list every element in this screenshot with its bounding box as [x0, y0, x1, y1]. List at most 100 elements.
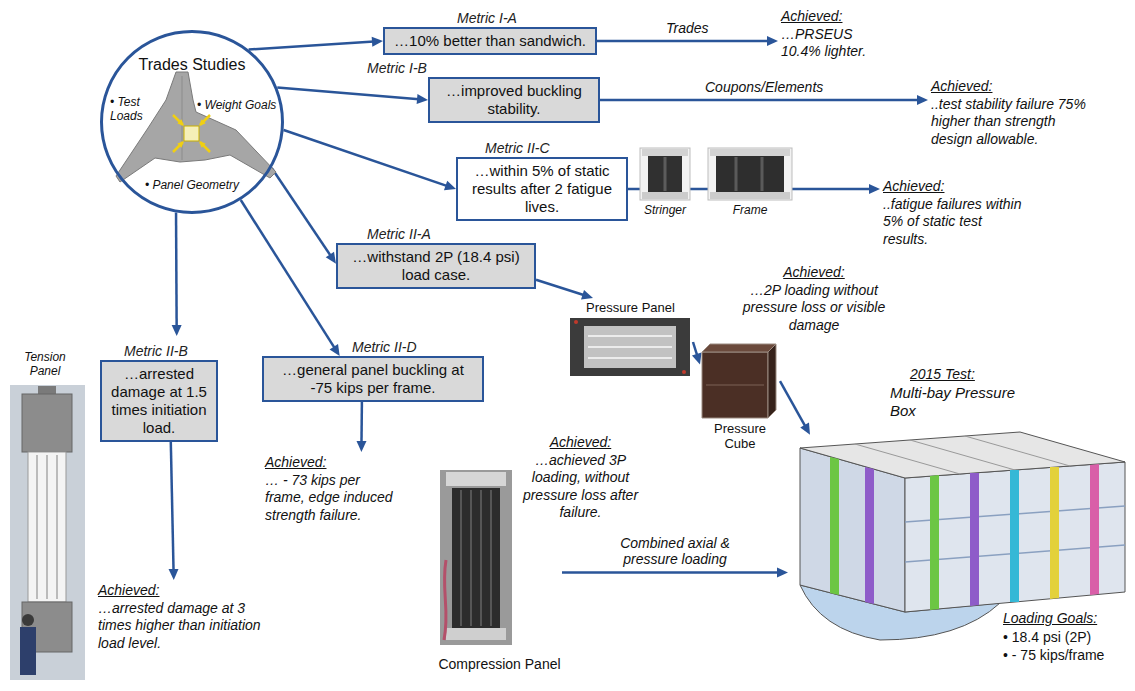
connector-line [175, 213, 178, 327]
arrowhead [800, 423, 810, 435]
connector-line [562, 571, 779, 574]
connector-line [780, 381, 806, 427]
metric-text: …withstand 2P (18.4 psi) load case. [344, 248, 528, 284]
stringer-web [664, 157, 667, 191]
connector-arrow [597, 36, 778, 46]
photo-caption: Pressure Cube [700, 421, 780, 452]
technician-head [22, 614, 34, 626]
metric-box: Metric II-B…arrested damage at 1.5 times… [100, 360, 218, 442]
photo-caption: Pressure Panel [568, 300, 693, 316]
box-frame [1050, 467, 1059, 599]
frame-cap [710, 149, 790, 156]
connector-arrow [562, 568, 788, 578]
achieved-heading: Achieved: [781, 8, 875, 26]
arrowhead [417, 94, 428, 104]
pressure-panel-stringer [588, 357, 672, 359]
achieved-heading: Achieved: [738, 264, 890, 282]
metric-box: Metric II-D…general panel buckling at -7… [262, 356, 484, 402]
arrowhead [372, 37, 383, 47]
arrowhead [777, 568, 788, 578]
compression-stringer [460, 490, 462, 626]
goals-heading: Loading Goals: [1003, 610, 1097, 628]
arrowhead [357, 441, 367, 452]
pressure-panel-photo [570, 318, 690, 376]
pressure-cube-side [768, 344, 776, 418]
metric-heading: Metric II-D [352, 339, 417, 356]
achieved-note: Achieved:… - 73 kips per frame, edge ind… [262, 452, 404, 526]
stringer-cap [642, 192, 688, 199]
panel-location [184, 126, 199, 141]
compression-specimen [452, 488, 500, 628]
frame-web [735, 157, 738, 191]
frame-web [761, 157, 764, 191]
load-arrow [173, 115, 183, 125]
frame-body [716, 156, 784, 192]
photo-caption: Compression Panel [437, 656, 562, 673]
tension-stringer [36, 455, 38, 599]
tension-stringer [46, 455, 48, 599]
achieved-note: Achieved:…arrested damage at 3 times hig… [95, 580, 270, 654]
achieved-note: Achieved:..test stability failure 75% hi… [928, 76, 1093, 150]
metric-text: …within 5% of static results after 2 fat… [464, 162, 620, 216]
photo-panel: Pressure Cube [700, 342, 780, 454]
compression-fixture [446, 472, 506, 486]
connector-arrow [284, 130, 456, 190]
photo-panel: Pressure Panel [568, 298, 693, 378]
pressure-cube-top [702, 344, 776, 352]
goal-item: • - 75 kips/frame [1003, 647, 1104, 665]
achieved-heading: Achieved: [98, 582, 267, 600]
metric-box: Metric I-A…10% better than sandwich. [383, 27, 597, 55]
bullet-item: • Weight Goals [197, 98, 276, 112]
photo-caption: Stringer [636, 203, 694, 217]
connector-line [171, 442, 174, 571]
pressure-panel-bolt [574, 320, 578, 324]
stringer-body [648, 156, 682, 192]
connector-line [600, 99, 919, 102]
box-stringer [910, 440, 1015, 470]
achieved-heading: Achieved: [511, 434, 650, 452]
load-arrow [173, 142, 183, 152]
connector-arrow [249, 37, 383, 50]
achieved-note: Achieved:..fatigue failures within 5% of… [880, 176, 1030, 250]
goal-item: • 18.4 psi (2P) [1003, 629, 1091, 647]
technician-body [20, 627, 36, 675]
compression-stringer [480, 490, 482, 626]
connector-line [249, 42, 374, 50]
achieved-heading: Achieved: [265, 454, 401, 472]
connector-line [284, 130, 448, 186]
connector-arrow [241, 200, 340, 356]
metric-heading: Metric II-B [124, 343, 188, 360]
connector-arrow [357, 402, 367, 452]
stringer-cap [642, 149, 688, 156]
arrowhead [917, 95, 928, 105]
arrowhead [767, 36, 778, 46]
arrowhead [869, 184, 880, 194]
arrowhead [692, 352, 702, 364]
achieved-text: ..test stability failure 75% higher than… [931, 96, 1090, 149]
metric-text: …arrested damage at 1.5 times initiation… [108, 365, 210, 437]
pressure-panel-stringer [588, 346, 672, 348]
box-frame [830, 457, 839, 595]
metric-heading: Metric I-A [457, 10, 517, 27]
tension-grip [22, 394, 72, 452]
metric-box: Metric I-B…improved buckling stability. [428, 77, 600, 123]
circle-title: Trades Studies [103, 55, 281, 74]
achieved-text: …achieved 3P loading, without pressure l… [511, 452, 650, 522]
photo-caption: Frame [706, 203, 794, 217]
connector-line [597, 40, 769, 43]
instrument-cables [444, 560, 446, 640]
box-top-face [800, 432, 1125, 478]
metric-text: …general panel buckling at -75 kips per … [270, 361, 476, 397]
achieved-text: … - 73 kips per frame, edge induced stre… [265, 472, 401, 525]
connector-line [272, 168, 331, 256]
metric-box: Metric II-C…within 5% of static results … [456, 157, 628, 221]
achieved-heading: Achieved: [931, 78, 1090, 96]
connector-line [241, 200, 335, 348]
arrowhead [444, 181, 456, 190]
tension-stringer [56, 455, 58, 599]
edge-label: Combined axial & pressure loading [597, 535, 753, 569]
load-arrow [200, 142, 210, 152]
arrowhead [172, 325, 182, 336]
edge-label: Coupons/Elements [702, 79, 826, 96]
achieved-heading: Achieved: [883, 178, 1027, 196]
